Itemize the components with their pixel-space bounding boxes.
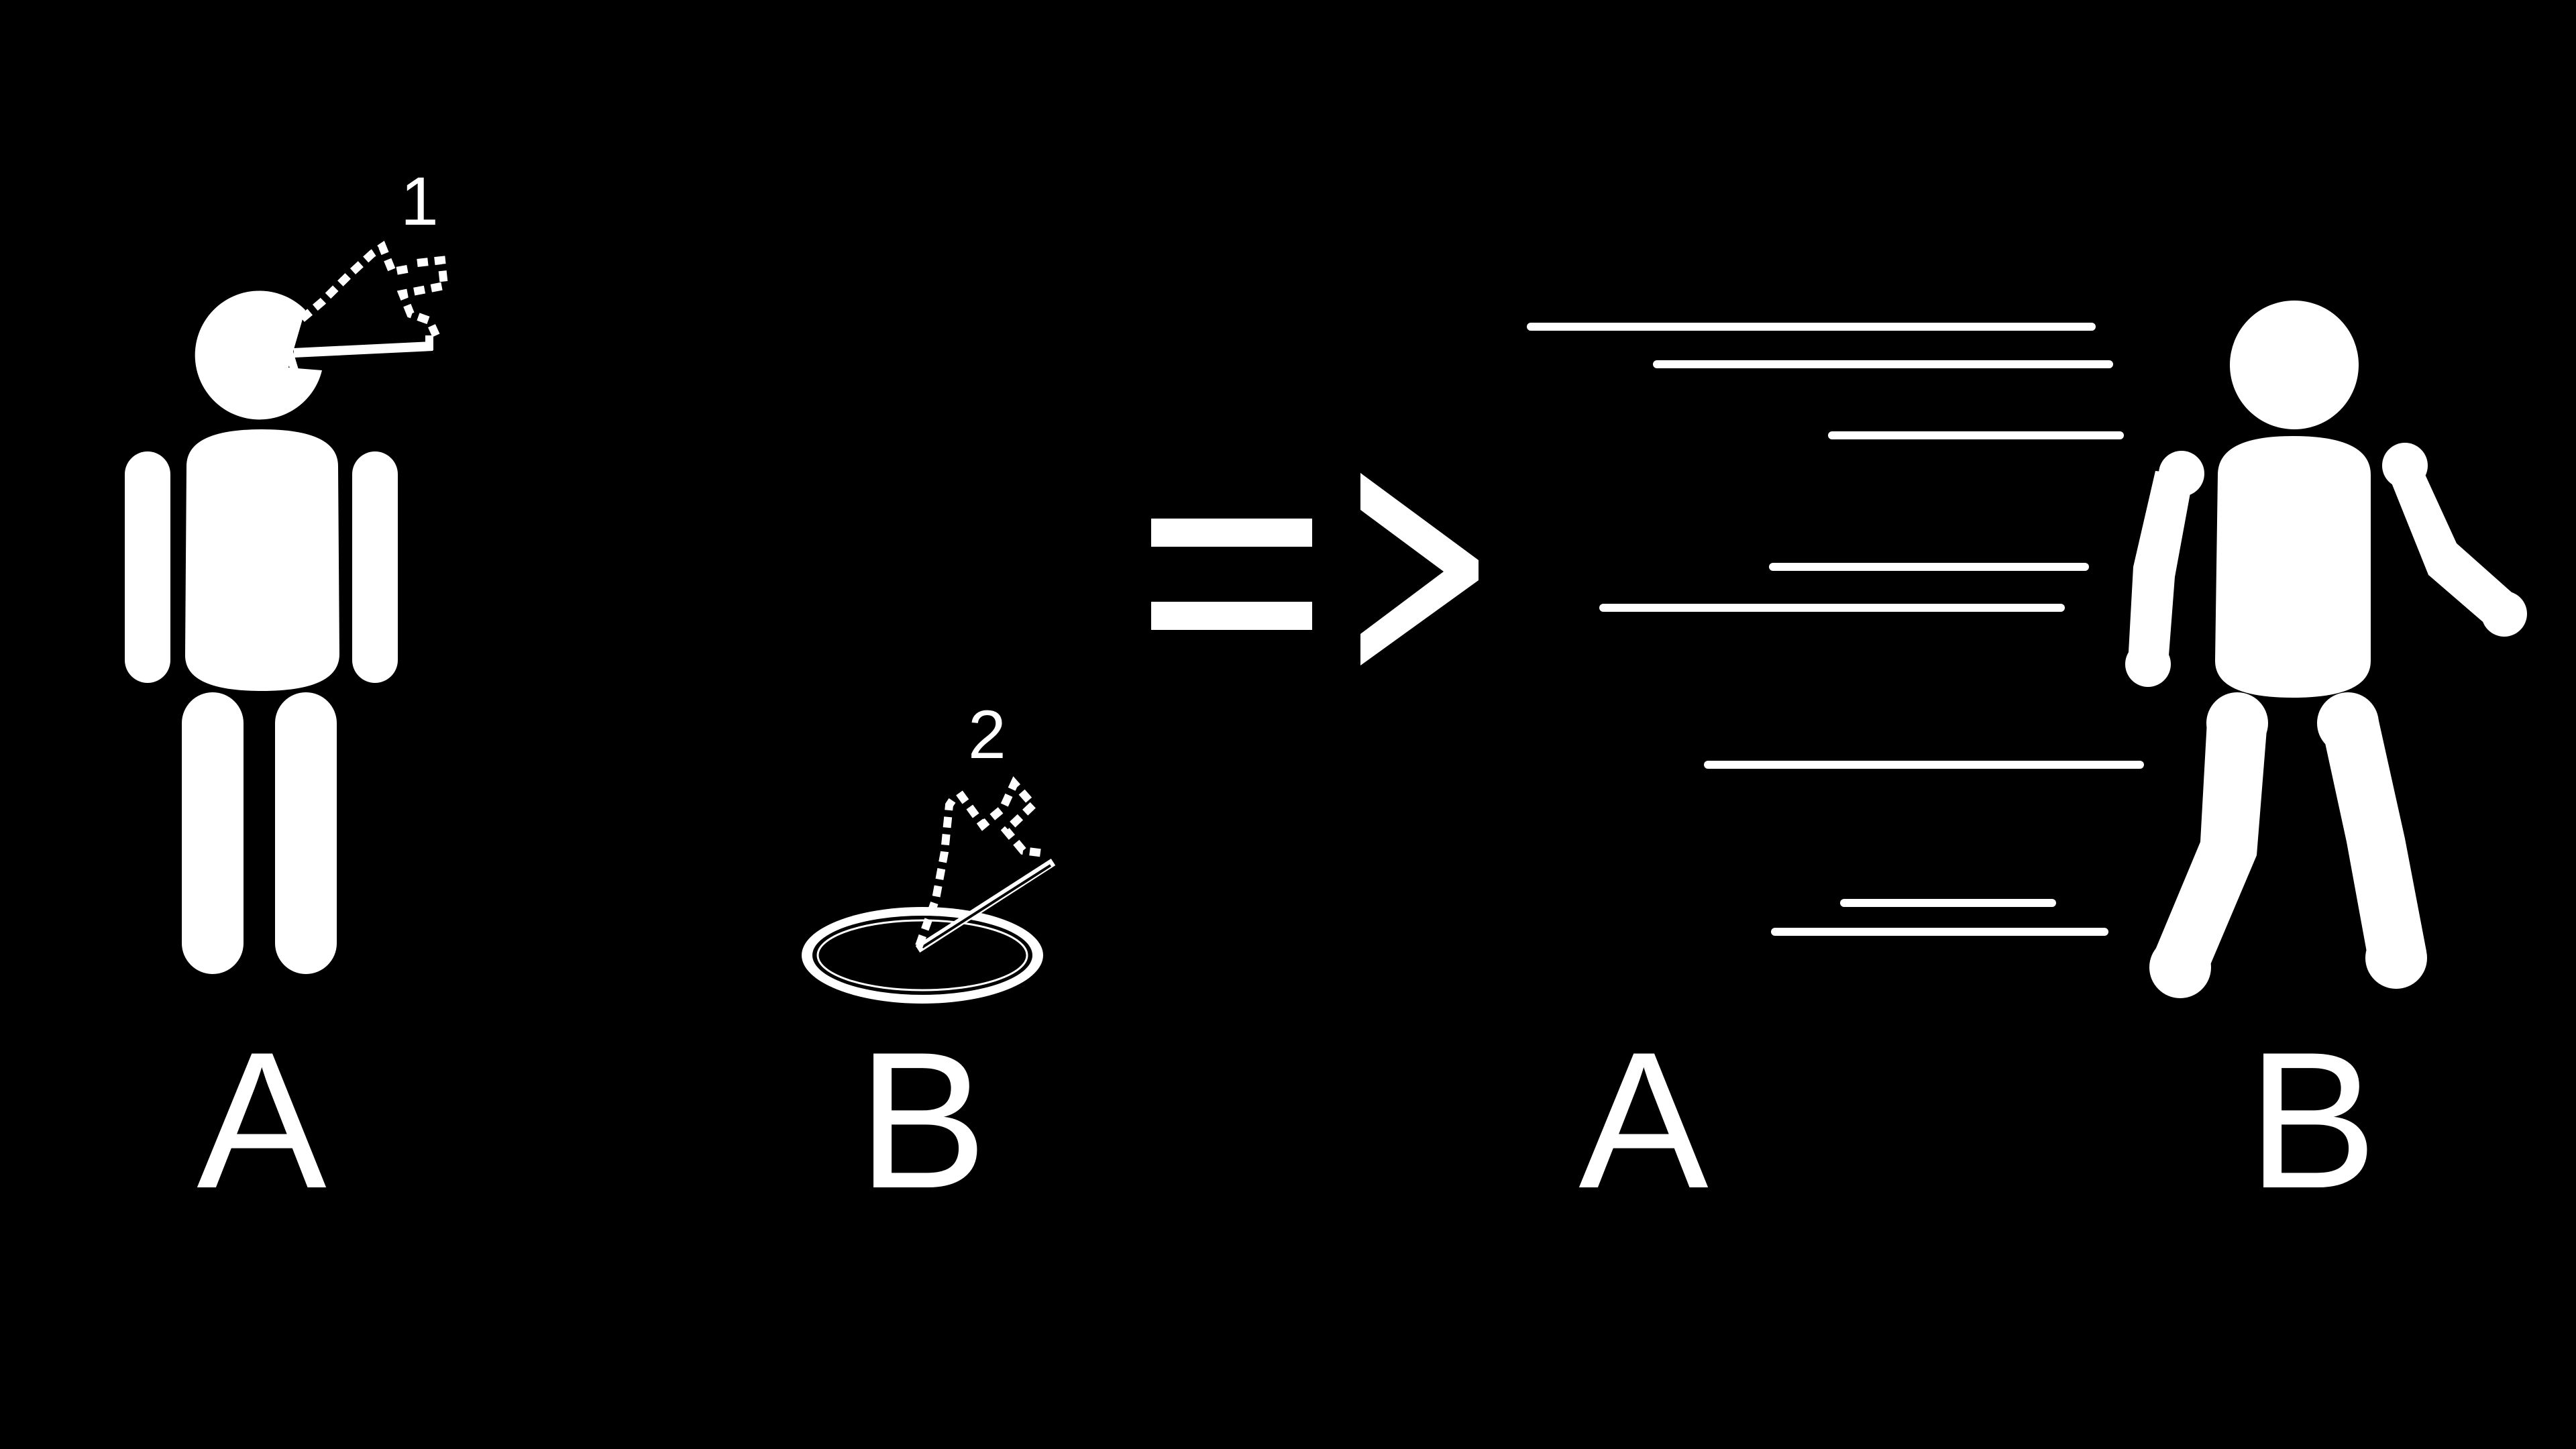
person-a-left-arm bbox=[125, 451, 170, 683]
person-b-walking bbox=[2125, 301, 2527, 998]
left-label-a: A bbox=[197, 1012, 327, 1229]
person-b-torso bbox=[2215, 436, 2371, 698]
person-b-left-arm bbox=[2128, 471, 2194, 664]
pointer-1 bbox=[278, 240, 449, 374]
person-a-head bbox=[195, 290, 322, 420]
person-a-right-arm bbox=[352, 451, 398, 683]
person-a-standing bbox=[125, 290, 398, 974]
right-label-b: B bbox=[2247, 1012, 2377, 1229]
person-b-head bbox=[2230, 301, 2359, 429]
object-b-ellipse-core bbox=[816, 919, 1028, 991]
chevron bbox=[1360, 473, 1479, 665]
equals-bar-bottom bbox=[1151, 602, 1312, 630]
pointer-2-label: 2 bbox=[968, 696, 1006, 773]
pointer-2 bbox=[915, 776, 1056, 953]
person-b-right-arm bbox=[2385, 464, 2517, 634]
motion-lines bbox=[1527, 323, 2144, 936]
person-a-torso bbox=[184, 429, 339, 691]
person-b-left-leg bbox=[2151, 721, 2267, 969]
person-a-right-leg bbox=[275, 692, 337, 974]
left-label-b: B bbox=[857, 1012, 987, 1229]
implies-arrow bbox=[1151, 473, 1479, 665]
right-label-a: A bbox=[1578, 1012, 1709, 1229]
person-b-right-leg bbox=[2321, 718, 2426, 959]
person-a-left-leg bbox=[182, 692, 244, 974]
equals-bar-top bbox=[1151, 519, 1312, 547]
pointer-1-label: 1 bbox=[400, 163, 439, 239]
object-b-ellipse-inner bbox=[812, 916, 1032, 995]
object-b-disc bbox=[802, 907, 1043, 1004]
